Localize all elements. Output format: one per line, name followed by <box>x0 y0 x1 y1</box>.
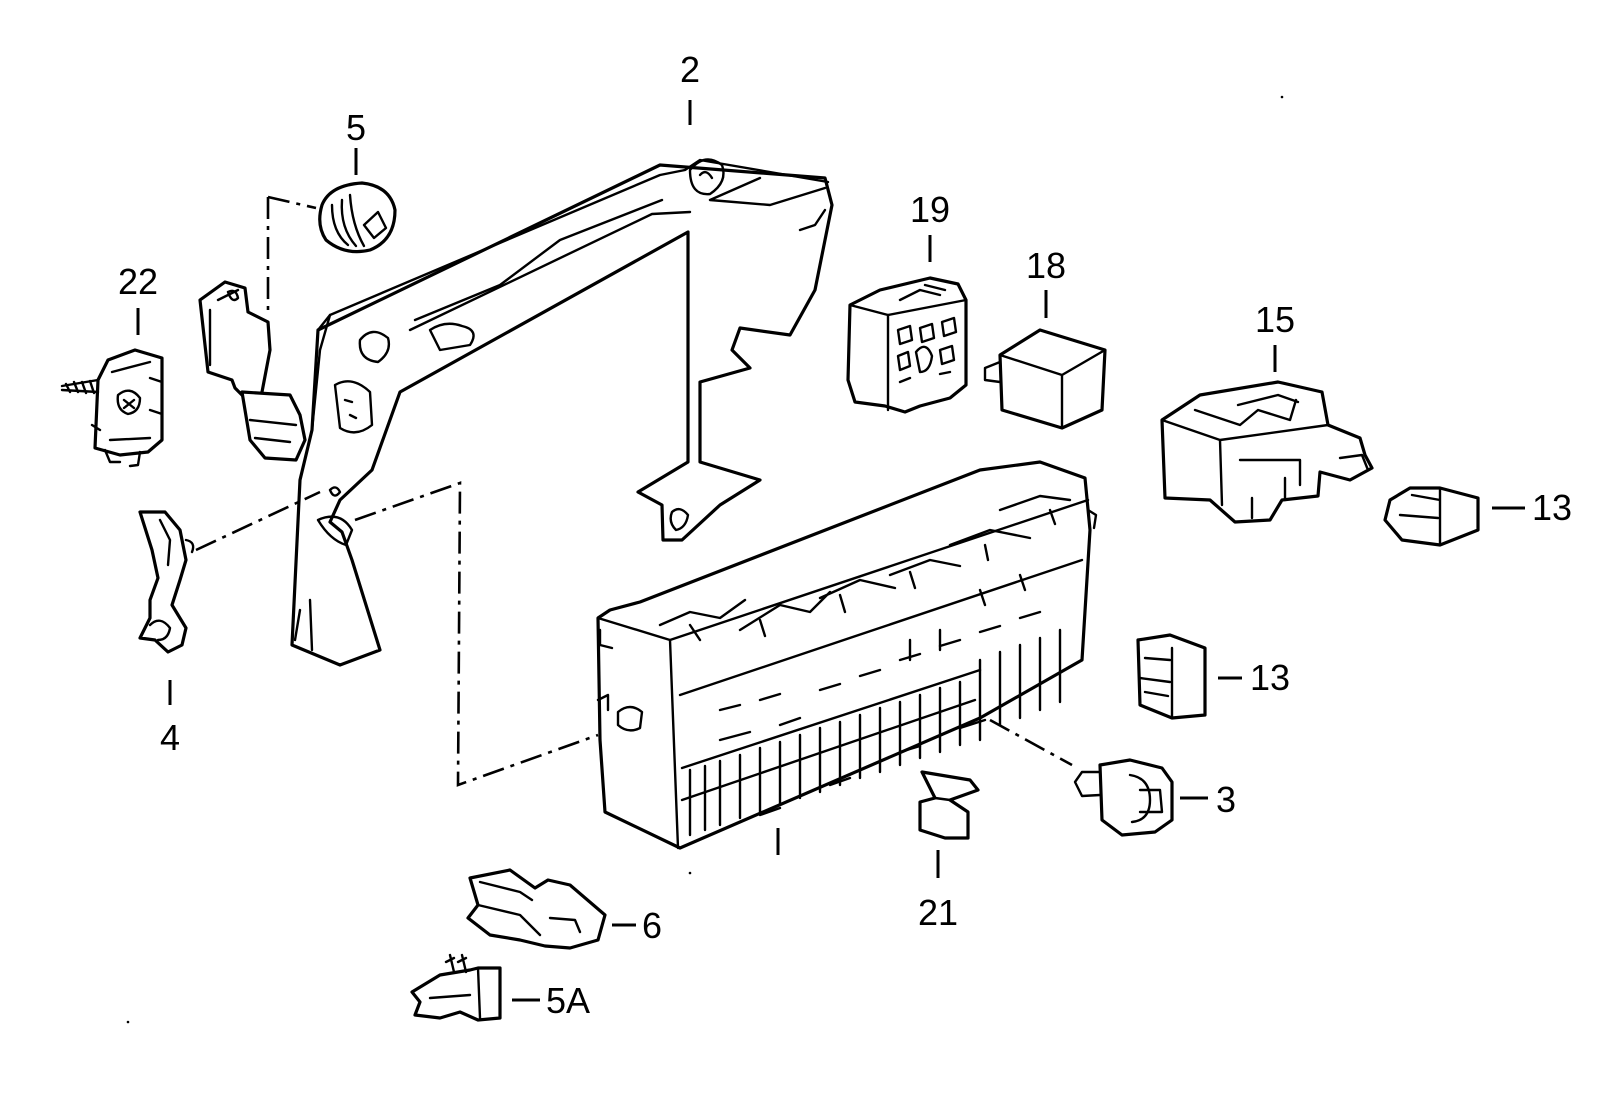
part-4-spring-clip <box>138 510 195 654</box>
part-18-relay <box>983 328 1107 430</box>
part-21-small-bracket <box>918 770 980 840</box>
callout-part-15: 15 <box>1255 299 1295 340</box>
callout-part-2: 2 <box>680 49 700 90</box>
part-3-connector-plug <box>1073 758 1174 837</box>
scan-specks <box>126 95 1284 1024</box>
part-22-terminal-screw <box>60 348 164 468</box>
callout-part-18: 18 <box>1026 245 1066 286</box>
callout-part-6: 6 <box>642 905 662 946</box>
callout-part-5: 5 <box>346 107 366 148</box>
callout-part-13-upper: 13 <box>1532 487 1572 528</box>
part-19-relay-socket <box>846 276 968 414</box>
main-fuse-relay-box <box>596 460 1098 850</box>
part-6-clip <box>466 868 607 950</box>
callout-part-3: 3 <box>1216 779 1236 820</box>
callout-part-4: 4 <box>160 717 180 758</box>
part-15-fuse-holder <box>1160 380 1374 524</box>
callout-part-5a: 5A <box>546 980 590 1021</box>
callout-part-21: 21 <box>918 892 958 933</box>
part-13a-blade-fuse <box>1383 486 1480 547</box>
part-5a-small-clip <box>410 953 502 1022</box>
part-13b-blade-fuse <box>1136 633 1207 720</box>
callout-part-13-lower: 13 <box>1250 657 1290 698</box>
part-2-mounting-bracket <box>290 158 834 667</box>
bracket-side-clip <box>198 280 307 462</box>
part-5-knob <box>318 181 397 254</box>
callout-labels: 2 5 22 4 19 18 15 13 13 3 21 6 5A <box>118 49 1572 1021</box>
alignment-lines <box>195 195 1073 787</box>
leader-lines <box>136 100 1525 1002</box>
callout-part-19: 19 <box>910 189 950 230</box>
callout-part-22: 22 <box>118 261 158 302</box>
